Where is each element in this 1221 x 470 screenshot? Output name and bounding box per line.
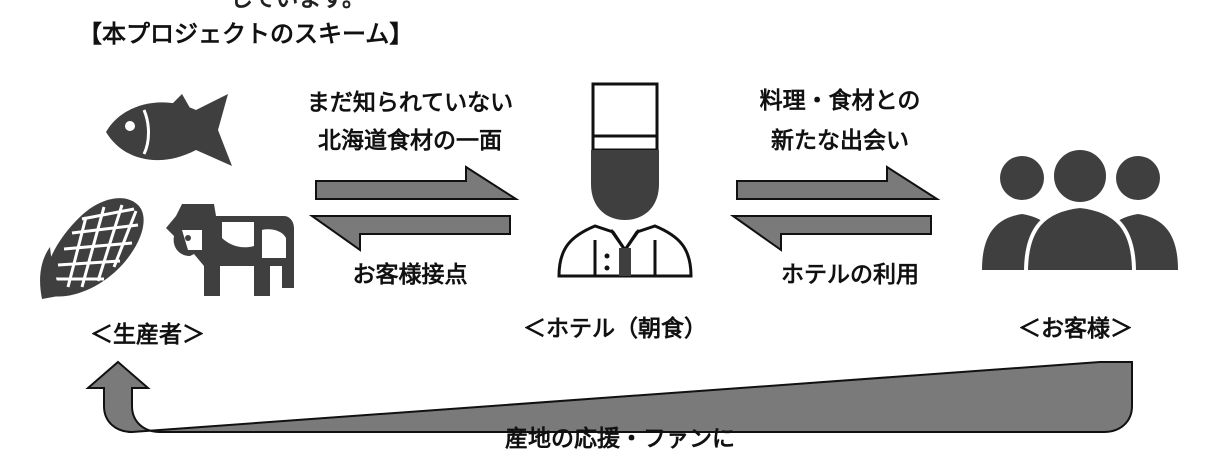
edge-hotel-customer-line1: 料理・食材との <box>759 88 921 114</box>
return-arrow-body <box>85 360 1133 434</box>
corn-icon <box>40 198 144 299</box>
arrow-customer-to-hotel <box>729 215 932 252</box>
edge-producer-hotel-line2: 北海道食材の一面 <box>318 128 502 154</box>
node-producer-label: ＜生産者＞ <box>90 322 205 348</box>
node-hotel-label: ＜ホテル（朝食） <box>523 316 707 342</box>
edge-customer-producer-label: 産地の応援・ファンに <box>505 426 735 452</box>
header-fragment-text: しています。 <box>230 0 365 14</box>
edge-hotel-customer-line2: 新たな出会い <box>771 128 909 154</box>
node-customer-label: ＜お客様＞ <box>1018 316 1133 342</box>
chef-icon <box>557 82 693 278</box>
people-icon <box>982 146 1178 274</box>
arrow-hotel-to-producer <box>308 215 511 252</box>
edge-producer-hotel-line1: まだ知られていない <box>306 90 514 116</box>
fish-icon <box>106 94 232 166</box>
arrow-producer-to-hotel <box>315 165 520 200</box>
edge-customer-hotel-label: ホテルの利用 <box>781 262 919 288</box>
edge-hotel-producer-label: お客様接点 <box>352 262 468 288</box>
cow-icon <box>166 204 294 296</box>
arrow-hotel-to-customer <box>736 165 941 200</box>
scheme-title: 【本プロジェクトのスキーム】 <box>78 20 414 48</box>
